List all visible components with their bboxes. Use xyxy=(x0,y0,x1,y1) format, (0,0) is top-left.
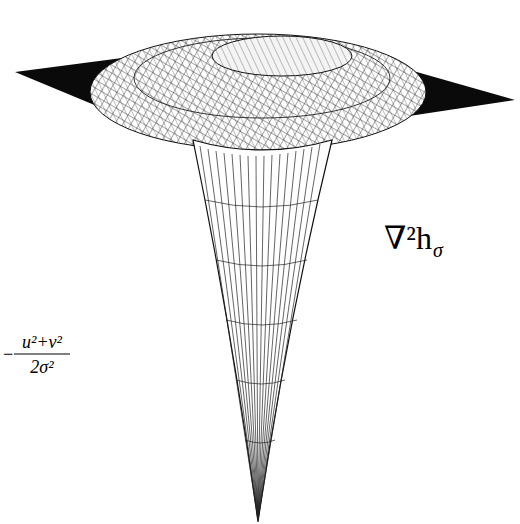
rim-inner-mesh xyxy=(212,36,352,76)
spike-mesh xyxy=(200,144,320,520)
exponent-numerator: u²+v² xyxy=(22,333,62,351)
fraction-bar xyxy=(14,354,70,355)
rim xyxy=(90,34,426,150)
rim-inner xyxy=(212,36,352,76)
spike xyxy=(193,140,332,522)
exponent-denominator: 2σ² xyxy=(30,358,53,376)
formula-subscript: σ xyxy=(433,240,443,260)
formula-lhs: ∇²h xyxy=(384,222,432,254)
exponent-sign: − xyxy=(2,345,14,363)
rim-mesh xyxy=(90,34,426,150)
